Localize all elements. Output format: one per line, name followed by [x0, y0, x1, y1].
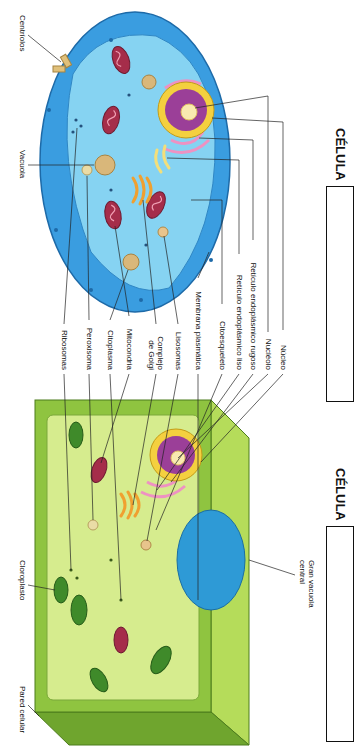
cell-heading: CÉLULA [333, 128, 347, 181]
organelle-label: Ribosomas [59, 330, 69, 370]
organelle-label: Nucléolo [263, 339, 273, 370]
animal-nucleus [158, 82, 214, 138]
organelle-label: Peroxisoma [84, 328, 94, 370]
animal-cell [209, 258, 213, 262]
animal-organelles [113, 50, 124, 67]
animal-organelles [108, 205, 117, 222]
plant-organelles [121, 492, 139, 518]
leader-line [198, 252, 209, 278]
leader-line [28, 165, 94, 166]
organelle-label: Centríolos [17, 15, 27, 51]
organelle-label: Vacuola [17, 150, 27, 178]
leader-line [87, 176, 89, 320]
leader-line [110, 374, 121, 600]
leader-line [115, 226, 129, 316]
plant-organelles [75, 576, 78, 579]
organelle-label: Citoplasma [105, 330, 115, 370]
animal-organelles [109, 188, 112, 191]
leader-line [28, 35, 61, 62]
animal-organelles [144, 243, 147, 246]
animal-nucleus [165, 89, 207, 131]
leader-line [212, 118, 283, 330]
leader-line [89, 374, 93, 520]
plant-organelles [141, 540, 151, 550]
leader-line [201, 374, 283, 462]
animal-nucleus [156, 146, 169, 172]
animal-organelles [133, 176, 151, 204]
plant-organelles [54, 422, 202, 695]
leader-line [110, 270, 128, 320]
animal-organelles [82, 165, 92, 175]
cell-name-box: CÉLULA [325, 128, 355, 402]
animal-organelles [95, 155, 115, 175]
animal-cell [54, 228, 58, 232]
leader-line [28, 705, 39, 716]
plant-organelles [109, 558, 112, 561]
plant-organelles [147, 643, 176, 677]
leader-line [133, 374, 156, 505]
animal-organelles [103, 200, 124, 230]
leader-line [101, 374, 129, 463]
plant-organelles [54, 577, 68, 603]
organelle-label: Gran vacuola central [297, 560, 316, 620]
organelle-label: Retículo endoplásmico rugoso [248, 262, 258, 370]
animal-organelles [151, 195, 163, 212]
plant-organelles [71, 595, 87, 625]
animal-cell [139, 298, 143, 302]
animal-organelles [143, 189, 169, 221]
organelle-label: Complejo de Golgi [146, 328, 165, 370]
animal-organelles [74, 118, 77, 121]
organelle-label: Mitocondria [124, 329, 134, 370]
plant-cell [35, 712, 249, 745]
leader-line [64, 374, 71, 570]
leader-line [249, 560, 295, 575]
leader-line [143, 200, 156, 324]
leader-line [28, 35, 295, 716]
organelle-label: Pared celular [17, 686, 27, 733]
plant-organelles [114, 627, 128, 653]
animal-organelles [53, 44, 169, 270]
animal-organelles [79, 124, 82, 127]
answer-box [326, 186, 354, 402]
leader-line [64, 128, 77, 324]
plant-cell [47, 415, 199, 700]
answer-box [326, 526, 354, 742]
animal-cell [40, 12, 230, 312]
cell-heading: CÉLULA [333, 468, 347, 521]
leader-line [167, 158, 239, 254]
animal-organelles [53, 66, 65, 72]
cell-name-box: CÉLULA [325, 468, 355, 742]
animal-nucleus [181, 104, 197, 120]
leader-line [199, 138, 253, 240]
animal-cell [67, 35, 215, 291]
organelle-label: Núcleo [278, 345, 288, 370]
plant-cell [177, 510, 245, 610]
animal-organelles [158, 227, 168, 237]
animal-organelles [100, 104, 123, 135]
animal-cell [109, 38, 113, 42]
leader-line [198, 374, 199, 600]
animal-organelles [142, 75, 156, 89]
plant-organelles [88, 520, 98, 530]
animal-cell [89, 288, 93, 292]
plant-organelles [69, 422, 83, 448]
animal-cell [40, 12, 230, 312]
animal-cell [47, 108, 51, 112]
animal-organelles [107, 110, 117, 127]
animal-organelles [123, 254, 139, 270]
organelle-label: Citoesqueleto [217, 321, 227, 370]
animal-organelles [109, 44, 134, 76]
leader-line [156, 374, 222, 530]
organelle-label: Lisosomas [173, 332, 183, 370]
leader-line [164, 236, 178, 324]
organelle-label: Membrana plasmática [193, 291, 203, 370]
organelle-label: Cloroplasto [17, 560, 27, 600]
leader-line [28, 585, 55, 590]
organelle-label: Retículo endoplásmico liso [234, 275, 244, 370]
plant-organelles [86, 665, 111, 695]
animal-organelles [71, 130, 74, 133]
leader-line [191, 200, 222, 304]
animal-organelles [127, 93, 130, 96]
